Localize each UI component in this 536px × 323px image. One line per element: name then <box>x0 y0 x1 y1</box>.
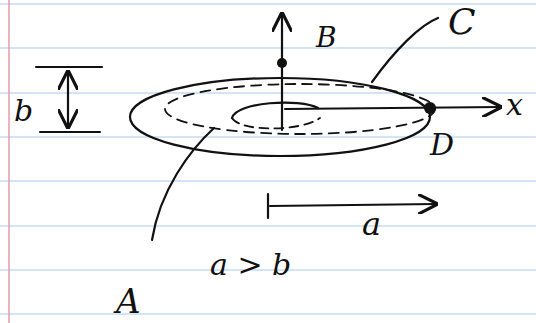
z-axis <box>281 14 283 130</box>
point-label: D <box>430 130 454 160</box>
point-marker <box>424 102 436 114</box>
surface-label: A <box>116 284 141 318</box>
leader-line <box>372 18 438 82</box>
ruled-lines <box>0 4 536 314</box>
dimension-tick <box>267 194 269 218</box>
dimension-tick <box>40 131 100 133</box>
margin-line <box>8 0 10 323</box>
hole-bottom <box>232 118 320 129</box>
point-marker <box>277 58 287 68</box>
outer-surface <box>130 78 430 156</box>
dimension-line <box>67 72 69 127</box>
leader-line <box>152 128 214 240</box>
axis-label: x <box>506 90 523 120</box>
note: a > b <box>210 250 291 280</box>
hole-top <box>232 103 318 118</box>
dimension-label: a <box>362 208 381 240</box>
dimension-label: b <box>14 96 33 126</box>
dimension-line <box>270 204 436 206</box>
point-label: B <box>316 24 337 52</box>
x-axis <box>285 107 500 109</box>
surface-label: C <box>448 4 476 40</box>
dimension-tick <box>36 66 102 68</box>
